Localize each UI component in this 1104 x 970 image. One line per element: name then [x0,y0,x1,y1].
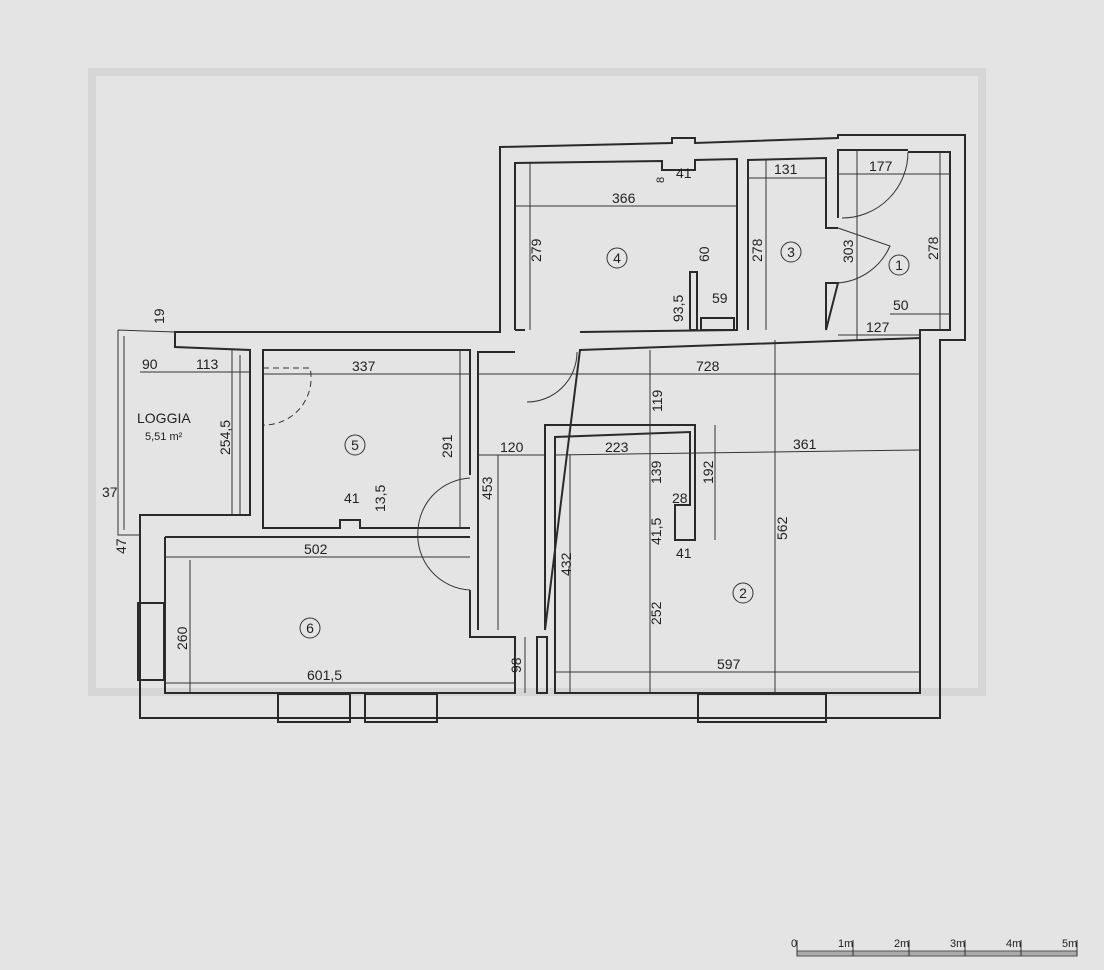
svg-text:5: 5 [351,437,359,453]
svg-text:4: 4 [613,250,621,266]
scale-label: 1m [838,938,853,950]
dimension-label: 127 [866,319,890,335]
dimension-label: 728 [696,358,720,374]
room-2-walls [477,336,921,694]
dimension-label: 562 [774,516,790,540]
loggia-label: LOGGIA [137,410,191,426]
door-swing [526,351,578,403]
dimension-label: 93,5 [670,295,686,322]
door-swing [837,227,891,284]
room-number-6: 6 [299,617,321,639]
dimension-label: 50 [893,297,909,313]
room-5-walls [262,349,471,529]
scale-label: 5m [1062,938,1077,950]
dimension-label: 59 [712,290,728,306]
dimension-label: 223 [605,439,629,455]
background-frame [88,68,986,696]
room-1-walls [837,149,951,340]
dimension-label: 278 [925,236,941,260]
dimension-label: 41,5 [648,518,664,545]
scale-bar: 0 1m 2m 3m 4m 5m [791,938,1078,957]
dimension-label: 260 [174,626,190,650]
scale-label: 3m [950,938,965,950]
dimension-label: 601,5 [307,667,342,683]
outer-wall [139,134,966,719]
room-3-walls [747,156,840,331]
shaft [689,271,698,331]
partition [536,636,548,694]
scale-label: 2m [894,938,909,950]
dimension-label: 41 [344,490,360,506]
dimension-label: 252 [648,601,664,625]
dimension-label: 254,5 [217,420,233,455]
dimension-label: 13,5 [372,485,388,512]
dimension-label: 361 [793,436,817,452]
loggia-area: 5,51 m² [145,431,183,443]
scale-label: 0 [791,938,797,950]
dimension-label: 177 [869,158,893,174]
dimension-label: 502 [304,541,328,557]
dimension-label: 37 [102,484,118,500]
door-swing [417,477,471,591]
room-number-4: 4 [606,247,628,269]
door-swing [262,367,312,426]
dimension-label: 131 [774,161,798,177]
dimension-label: 291 [439,434,455,458]
dimension-label: 119 [649,389,665,412]
dimension-label: 432 [558,552,574,576]
loggia-outline [117,329,233,536]
room-4-walls [514,157,738,333]
dimension-label: 279 [528,238,544,262]
dimension-label: 19 [151,308,167,324]
dimension-label: 41 [676,545,692,561]
dimension-label: 597 [717,656,741,672]
dimension-label: 303 [840,239,856,263]
scale-label: 4m [1006,938,1021,950]
dimension-label: 337 [352,358,376,374]
shaft [700,317,735,331]
dimension-label: 366 [612,190,636,206]
dimension-label: 90 [142,356,158,372]
dimension-label: 120 [500,439,524,455]
door-swing [841,151,909,219]
windows [137,602,827,723]
dimension-label: 192 [700,460,716,484]
dimension-labels: 366 8 41 279 60 93,5 59 131 278 177 303 … [102,158,941,683]
svg-text:6: 6 [306,620,314,636]
dimension-label: 113 [196,356,219,372]
dimension-lines [140,150,950,693]
svg-text:3: 3 [787,244,795,260]
svg-text:1: 1 [895,257,903,273]
dimension-label: 41 [676,165,692,181]
room-number-1: 1 [888,254,910,276]
dimension-label: 278 [749,238,765,262]
dimension-label: 8 [655,177,667,183]
dimension-label: 139 [648,460,664,484]
svg-text:2: 2 [739,585,747,601]
dimension-label: 98 [508,657,524,673]
dimension-label: 60 [696,246,712,262]
room-number-5: 5 [344,434,366,456]
dimension-label: 453 [479,476,495,500]
dimension-label: 28 [672,490,688,506]
room-number-2: 2 [732,582,754,604]
room-number-3: 3 [780,241,802,263]
dimension-label: 47 [113,538,129,554]
